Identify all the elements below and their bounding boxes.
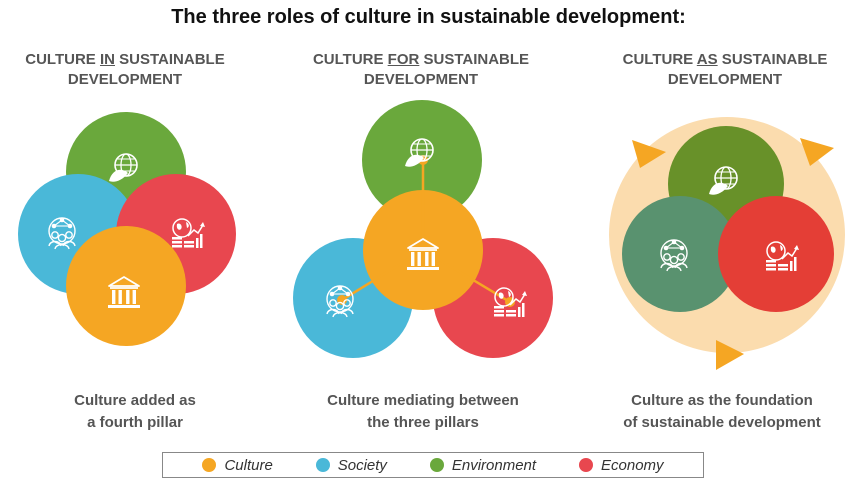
heading-line2: DEVELOPMENT	[667, 71, 783, 88]
legend-label: Culture	[224, 456, 273, 474]
legend-label: Environment	[451, 456, 537, 474]
page-title: The three roles of culture in sustainabl…	[171, 6, 686, 28]
economy-dot-icon	[579, 458, 593, 472]
panel-caption-in: Culture added as a fourth pillar	[0, 390, 270, 434]
heading-keyword: FOR	[387, 51, 420, 68]
heading-suffix: SUSTAINABLE	[114, 51, 225, 68]
heading-prefix: CULTURE	[622, 51, 697, 68]
legend-item-society: Society	[315, 456, 387, 474]
heading-prefix: CULTURE	[25, 51, 100, 68]
caption-line: a fourth pillar	[87, 414, 183, 431]
legend: Culture Society Environment Economy	[162, 452, 704, 478]
diagram-culture-as	[609, 117, 845, 370]
heading-suffix: SUSTAINABLE	[419, 51, 530, 68]
panel-caption-for: Culture mediating between the three pill…	[288, 390, 558, 434]
heading-line2: DEVELOPMENT	[363, 71, 479, 88]
panel-heading-in: CULTURE IN SUSTAINABLE DEVELOPMENT	[0, 50, 250, 90]
environment-dot-icon	[429, 458, 444, 472]
diagram-culture-for	[293, 100, 553, 358]
heading-line2: DEVELOPMENT	[67, 71, 183, 88]
panel-heading-for: CULTURE FOR SUSTAINABLE DEVELOPMENT	[296, 50, 546, 90]
caption-line: Culture mediating between	[327, 392, 519, 409]
legend-item-environment: Environment	[429, 456, 537, 474]
panel-heading-as: CULTURE AS SUSTAINABLE DEVELOPMENT	[600, 50, 850, 90]
society-dot-icon	[315, 458, 330, 472]
diagram-culture-in	[18, 112, 236, 346]
culture-dot-icon	[202, 458, 217, 472]
legend-label: Economy	[601, 456, 664, 474]
heading-keyword: AS	[696, 51, 718, 68]
heading-keyword: IN	[99, 51, 115, 68]
economy-circle	[718, 196, 834, 312]
caption-line: of sustainable development	[623, 414, 821, 431]
panel-caption-as: Culture as the foundation of sustainable…	[587, 390, 857, 434]
cycle-arrow-top-right	[800, 138, 834, 166]
cycle-arrow-top-left	[632, 140, 666, 168]
heading-suffix: SUSTAINABLE	[717, 51, 828, 68]
heading-prefix: CULTURE	[312, 51, 388, 68]
legend-label: Society	[337, 456, 387, 474]
cycle-arrow-bottom	[716, 340, 744, 370]
caption-line: the three pillars	[367, 414, 479, 431]
caption-line: Culture added as	[74, 392, 196, 409]
legend-item-economy: Economy	[579, 457, 664, 474]
legend-item-culture: Culture	[202, 456, 273, 474]
caption-line: Culture as the foundation	[631, 392, 813, 409]
